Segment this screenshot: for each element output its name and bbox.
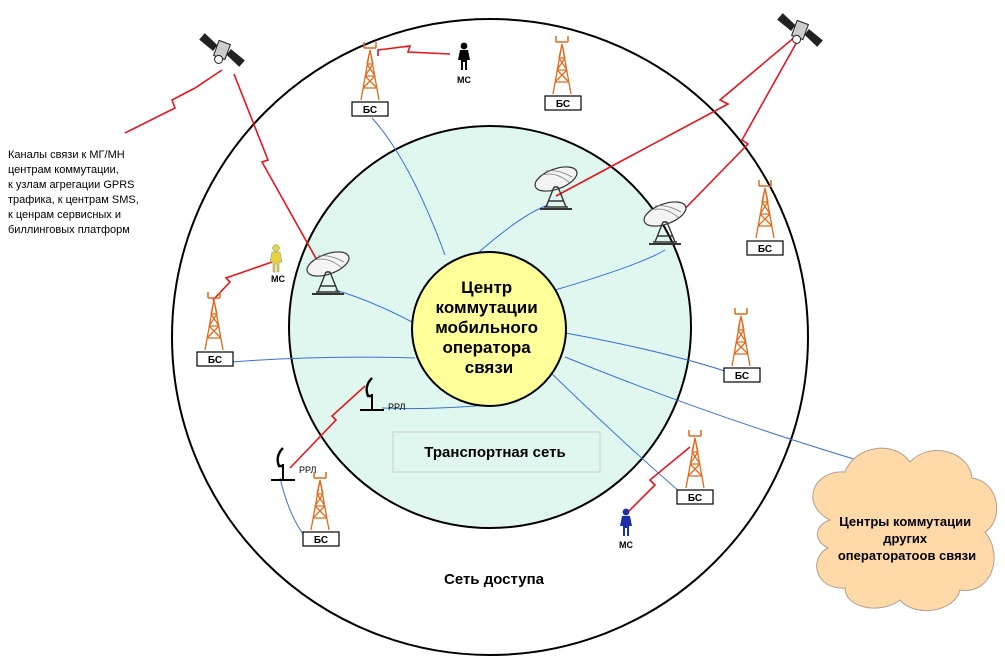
bs-label: БС [735, 371, 749, 382]
ms-label: МС [271, 274, 285, 284]
bs-label: БС [758, 244, 772, 255]
mobile-station-left: МС [269, 244, 285, 284]
note-line: к ценрам сервисных и [8, 209, 121, 221]
base-station-left: БС [196, 291, 234, 367]
wired-links [231, 117, 885, 541]
base-station-bottom: БС [302, 471, 340, 547]
note-line: к узлам агрегации GPRS [8, 179, 135, 191]
external-links-note: Каналы связи к МГ/МН центрам коммутации,… [8, 148, 176, 238]
ms-label: МС [619, 540, 633, 550]
note-line: Каналы связи к МГ/МН [8, 149, 125, 161]
base-station-right-lower: БС [676, 429, 714, 505]
transport-label-box [392, 431, 601, 473]
rrl-label-upper: РРЛ [388, 402, 406, 412]
satellite-right-icon [771, 11, 828, 53]
base-station-top-left: БС [351, 41, 389, 117]
ms-label: МС [457, 75, 471, 85]
bs-label: БС [556, 99, 570, 110]
base-station-right-upper: БС [746, 179, 784, 256]
bs-label: БС [688, 493, 702, 504]
bs-label: БС [363, 105, 377, 116]
other-operators-cloud: Центры коммутации других операторатоов с… [812, 447, 998, 612]
mobile-station-top: МС [457, 42, 471, 85]
base-station-right-middle: БС [723, 307, 761, 383]
note-line: центрам коммутации, [8, 164, 119, 176]
radio-links [124, 35, 799, 513]
base-station-top-right: БС [544, 35, 582, 111]
satellite-left-icon [193, 31, 250, 73]
rrl-label-lower: РРЛ [299, 465, 317, 475]
center-label: Центр коммутации мобильного оператора св… [435, 278, 543, 377]
mobile-station-bottom: МС [619, 508, 633, 550]
note-line: трафика, к центрам SMS, [8, 194, 139, 206]
note-line: биллинговых платформ [8, 224, 130, 236]
bs-label: БС [208, 355, 222, 366]
transport-label: Транспортная сеть [424, 444, 565, 461]
cloud-label: Центры коммутации других операторатоов с… [838, 514, 976, 563]
access-label: Сеть доступа [444, 571, 545, 588]
switching-center [411, 251, 567, 407]
bs-label: БС [314, 535, 328, 546]
